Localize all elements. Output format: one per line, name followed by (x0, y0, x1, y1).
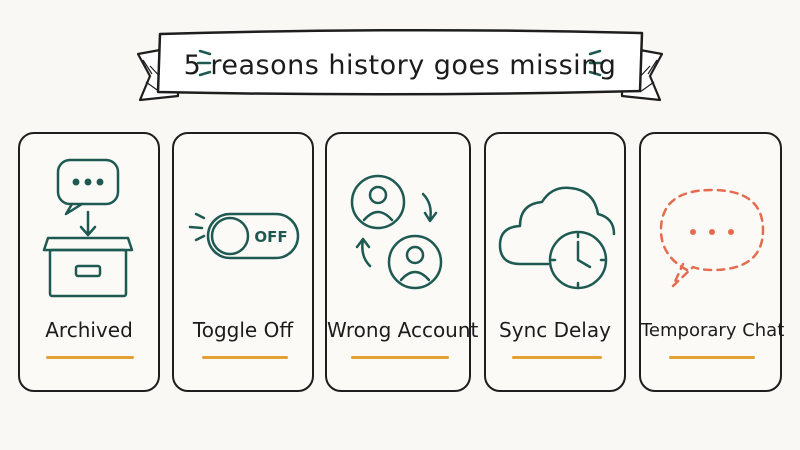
reason-card-toggle-off: OFF Toggle Off (172, 132, 314, 392)
card-label: Wrong Account (327, 318, 479, 342)
label-underline (46, 356, 134, 359)
chat-bubble-into-archive-box-icon (42, 158, 134, 298)
label-underline (202, 356, 288, 359)
reason-card-wrong-account: Wrong Account (325, 132, 479, 392)
switch-accounts-icon (350, 174, 443, 290)
reason-card-sync-delay: Sync Delay (484, 132, 626, 392)
card-label: Toggle Off (192, 318, 294, 342)
card-label: Temporary Chat (641, 320, 785, 341)
dashed-chat-bubble-icon (659, 188, 765, 288)
label-underline (351, 356, 449, 359)
reason-card-temporary-chat: Temporary Chat (639, 132, 785, 392)
label-underline (512, 356, 602, 359)
sparkle-icon (196, 49, 212, 77)
sparkle-icon (588, 49, 604, 77)
reason-card-archived: Archived (18, 132, 160, 392)
card-label: Archived (45, 318, 133, 342)
card-label: Sync Delay (499, 318, 611, 342)
cloud-with-clock-icon (498, 186, 616, 290)
title-banner (136, 28, 664, 102)
toggle-switch-off-icon: OFF (188, 212, 300, 260)
toggle-off-text: OFF (254, 228, 287, 246)
label-underline (669, 356, 755, 359)
page-title: 5 reasons history goes missing (183, 49, 617, 81)
